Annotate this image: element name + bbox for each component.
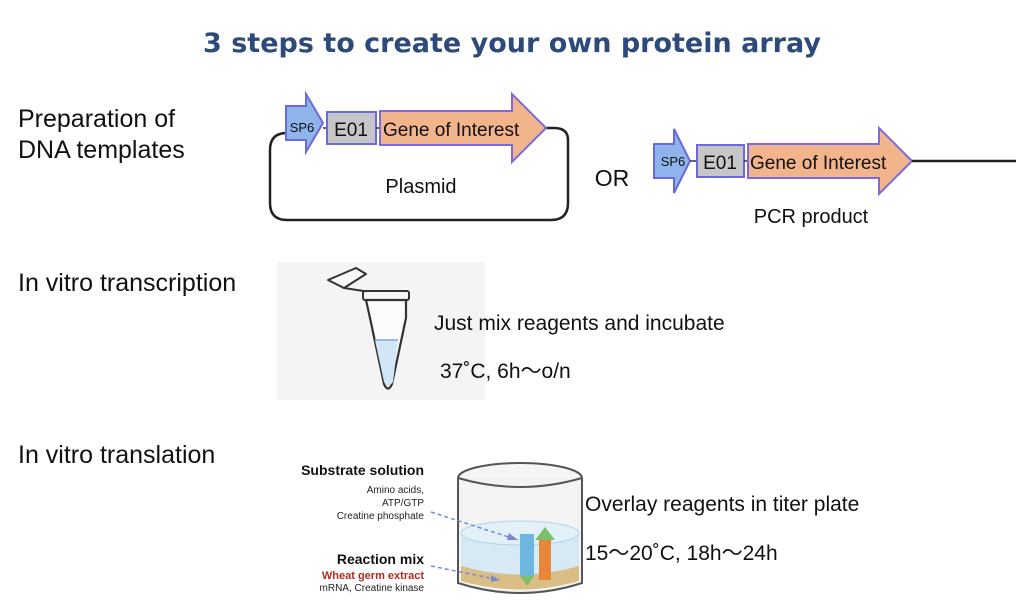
pcr-promoter-label: SP6 — [661, 154, 686, 169]
plasmid-construct: SP6 E01 Gene of Interest — [285, 90, 548, 165]
substrate-solution-block: Substrate solution Amino acids, ATP/GTP … — [262, 462, 424, 523]
step1-label-line1: Preparation of — [18, 105, 176, 133]
step1-label-line2: DNA templates — [18, 136, 185, 164]
transcription-instruction: Just mix reagents and incubate — [434, 312, 725, 335]
pcr-gene-label: Gene of Interest — [750, 153, 887, 174]
substrate-line-1: Amino acids, — [366, 485, 424, 496]
sp6-promoter-arrow — [653, 128, 692, 194]
step2-label: In vitro transcription — [18, 269, 237, 297]
translation-condition: 15〜20˚C, 18h〜24h — [585, 542, 778, 565]
plasmid-promoter-label: SP6 — [290, 120, 315, 135]
plasmid-gene-label: Gene of Interest — [383, 120, 520, 141]
reaction-highlight: Wheat germ extract — [321, 570, 424, 582]
page-title: 3 steps to create your own protein array — [203, 28, 821, 59]
step3-label: In vitro translation — [18, 441, 216, 469]
or-label: OR — [595, 165, 630, 191]
reaction-heading: Reaction mix — [336, 551, 424, 567]
transcription-condition: 37˚C, 6h〜o/n — [440, 360, 571, 383]
substrate-heading: Substrate solution — [301, 462, 424, 478]
pcr-caption: PCR product — [754, 206, 869, 228]
reaction-line: mRNA, Creatine kinase — [319, 583, 424, 594]
plasmid-loop — [268, 126, 570, 222]
translation-instruction: Overlay reagents in titer plate — [585, 493, 860, 516]
reaction-mix-block: Reaction mix Wheat germ extract mRNA, Cr… — [262, 551, 424, 595]
titer-well-icon — [430, 462, 583, 594]
pcr-tag-label: E01 — [703, 153, 737, 174]
gene-of-interest-arrow — [379, 91, 548, 165]
sp6-promoter-arrow — [285, 90, 325, 156]
substrate-line-3: Creatine phosphate — [336, 511, 424, 522]
pcr-construct: SP6 E01 Gene of Interest — [653, 125, 1016, 197]
plasmid-tag-label: E01 — [334, 120, 368, 141]
step1-label: Preparation of DNA templates — [18, 104, 185, 166]
plasmid-caption: Plasmid — [385, 176, 456, 198]
microcentrifuge-tube-icon — [277, 262, 485, 400]
gene-of-interest-arrow — [747, 125, 914, 197]
substrate-line-2: ATP/GTP — [381, 498, 424, 509]
